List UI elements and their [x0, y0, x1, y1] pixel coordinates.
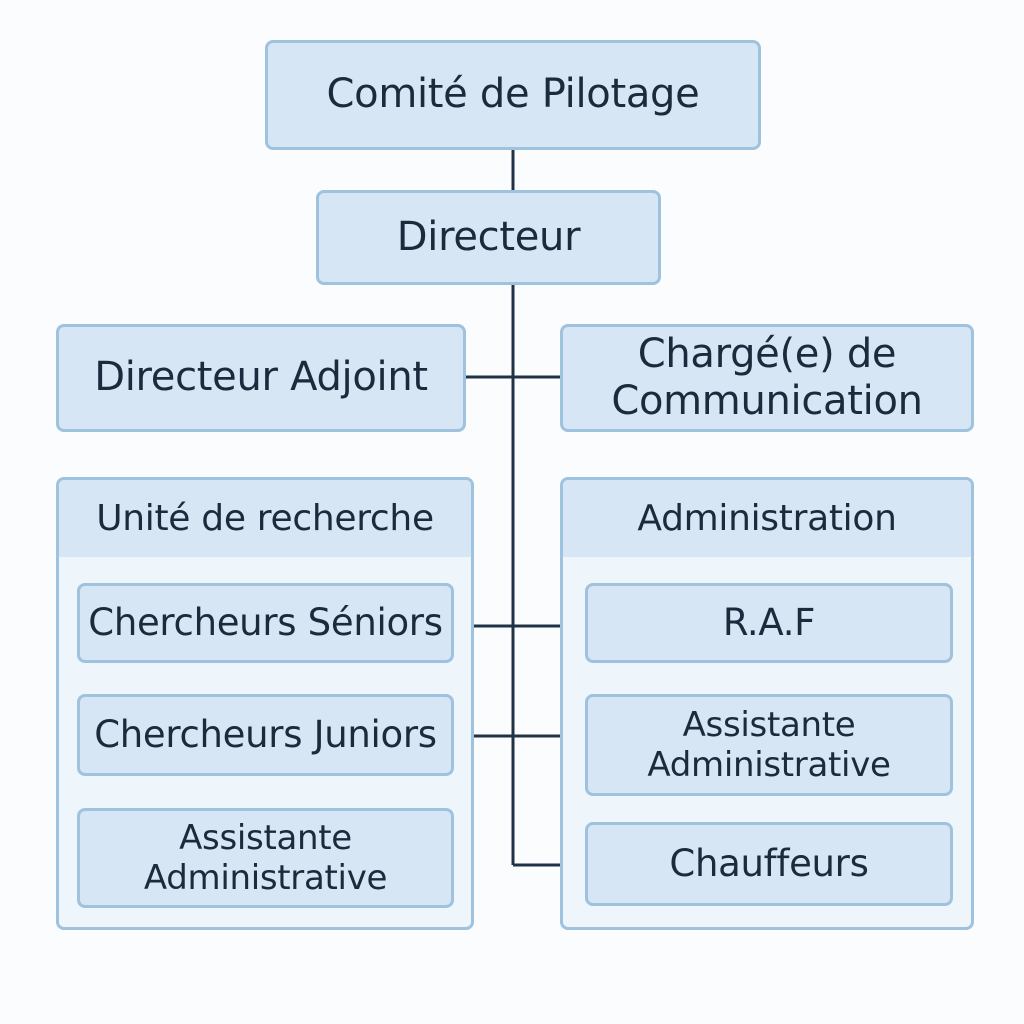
directeur-adjoint-label: Directeur Adjoint: [94, 354, 428, 401]
assistante-admin-line1: Assistante: [682, 704, 856, 745]
charge-communication-label: Chargé(e) de Communication: [611, 330, 923, 425]
assistante-admin-line2: Administrative: [647, 745, 891, 785]
charge-communication-box: Chargé(e) de Communication: [560, 324, 974, 432]
unite-de-recherche-header: Unité de recherche: [59, 480, 471, 557]
assistante-administrative-research-label: Assistante Administrative: [143, 817, 388, 898]
comite-de-pilotage-label: Comité de Pilotage: [326, 71, 700, 118]
raf-box: R.A.F: [585, 583, 953, 663]
charge-communication-line1: Chargé(e) de: [637, 330, 897, 377]
assistante-administrative-admin-label: Assistante Administrative: [647, 704, 891, 785]
directeur-adjoint-box: Directeur Adjoint: [56, 324, 466, 432]
assistante-research-line2: Administrative: [143, 858, 388, 898]
directeur-box: Directeur: [316, 190, 661, 285]
chauffeurs-label: Chauffeurs: [669, 842, 869, 886]
chercheurs-juniors-box: Chercheurs Juniors: [77, 694, 454, 776]
assistante-research-line1: Assistante: [179, 817, 352, 858]
charge-communication-line2: Communication: [611, 378, 923, 424]
assistante-administrative-admin-box: Assistante Administrative: [585, 694, 953, 796]
unite-de-recherche-title: Unité de recherche: [96, 498, 434, 539]
assistante-administrative-research-box: Assistante Administrative: [77, 808, 454, 908]
chauffeurs-box: Chauffeurs: [585, 822, 953, 906]
chercheurs-seniors-box: Chercheurs Séniors: [77, 583, 454, 663]
chercheurs-juniors-label: Chercheurs Juniors: [94, 713, 437, 757]
administration-title: Administration: [637, 498, 897, 539]
directeur-label: Directeur: [396, 213, 581, 260]
comite-de-pilotage-box: Comité de Pilotage: [265, 40, 761, 150]
raf-label: R.A.F: [722, 601, 816, 645]
administration-header: Administration: [563, 480, 971, 557]
chercheurs-seniors-label: Chercheurs Séniors: [88, 601, 443, 645]
